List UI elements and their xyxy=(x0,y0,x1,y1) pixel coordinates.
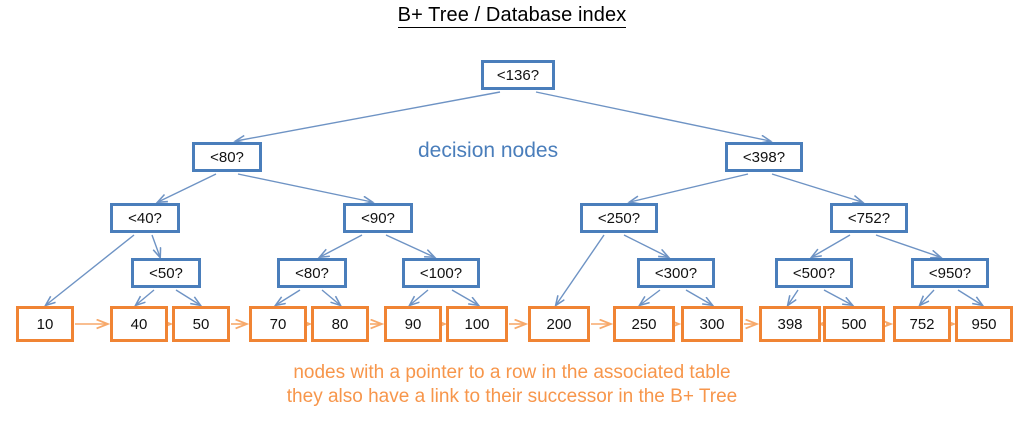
leaf-node-label: 200 xyxy=(546,315,572,333)
decision-node-398[interactable]: <398? xyxy=(725,142,803,172)
leaf-node-label: 500 xyxy=(841,315,867,333)
edge-50-to-50leaf xyxy=(175,289,200,305)
leaf-node-label: 40 xyxy=(130,315,148,333)
decision-node-label: <80? xyxy=(295,264,329,282)
decision-node-label: <398? xyxy=(742,148,786,166)
decision-node-90[interactable]: <90? xyxy=(343,203,413,233)
decision-node-label: <136? xyxy=(496,66,540,84)
edge-752-to-500 xyxy=(812,234,851,257)
decision-node-label: <80? xyxy=(210,148,244,166)
leaf-node-label: 950 xyxy=(971,315,997,333)
decision-node-80-lower[interactable]: <80? xyxy=(277,258,347,288)
leaf-node-label: 250 xyxy=(631,315,657,333)
edge-40-to-10 xyxy=(46,234,135,305)
edge-300-to-250 xyxy=(640,289,661,305)
caption-line-2: they also have a link to their successor… xyxy=(286,386,738,407)
leaf-node[interactable]: 300 xyxy=(681,306,743,342)
edge-50-to-40leaf xyxy=(136,289,155,305)
edge-500-to-500 xyxy=(823,289,852,305)
edge-40-to-50 xyxy=(151,234,160,257)
decision-node-80[interactable]: <80? xyxy=(192,142,262,172)
edge-root-to-80 xyxy=(236,91,501,141)
leaf-node[interactable]: 398 xyxy=(759,306,821,342)
decision-node-label: <100? xyxy=(419,264,463,282)
decision-node-label: <752? xyxy=(847,209,891,227)
leaf-node-label: 90 xyxy=(404,315,422,333)
decision-node-136[interactable]: <136? xyxy=(481,60,555,90)
leaf-node-label: 398 xyxy=(777,315,803,333)
edge-root-to-398 xyxy=(535,91,770,141)
leaf-node[interactable]: 70 xyxy=(249,306,307,342)
leaf-node[interactable]: 500 xyxy=(823,306,885,342)
edge-250-to-200 xyxy=(556,234,605,305)
edge-100-to-90 xyxy=(410,289,429,305)
decision-node-label: <40? xyxy=(128,209,162,227)
leaf-node[interactable]: 40 xyxy=(110,306,168,342)
edge-398-to-250 xyxy=(630,173,749,202)
decision-node-752[interactable]: <752? xyxy=(830,203,908,233)
edge-80b-to-80 xyxy=(321,289,340,305)
decision-nodes-label: decision nodes xyxy=(418,139,559,162)
edge-398-to-752 xyxy=(771,173,862,202)
leaf-node-label: 70 xyxy=(269,315,287,333)
edge-100-to-100 xyxy=(451,289,478,305)
leaf-node[interactable]: 200 xyxy=(528,306,590,342)
edge-950-to-752 xyxy=(920,289,935,305)
caption-line-1: nodes with a pointer to a row in the ass… xyxy=(293,362,731,383)
decision-node-250[interactable]: <250? xyxy=(580,203,658,233)
edge-500-to-398 xyxy=(788,289,799,305)
decision-node-label: <950? xyxy=(928,264,972,282)
decision-node-100[interactable]: <100? xyxy=(402,258,480,288)
decision-node-950[interactable]: <950? xyxy=(911,258,989,288)
edge-90-to-80b xyxy=(320,234,363,257)
leaf-node[interactable]: 950 xyxy=(955,306,1013,342)
decision-node-label: <300? xyxy=(654,264,698,282)
page-title: B+ Tree / Database index xyxy=(0,4,1024,28)
decision-node-label: <90? xyxy=(361,209,395,227)
leaf-node-label: 300 xyxy=(699,315,725,333)
edge-300-to-300 xyxy=(685,289,712,305)
decision-node-300[interactable]: <300? xyxy=(637,258,715,288)
edge-950-to-950 xyxy=(957,289,982,305)
decision-node-50[interactable]: <50? xyxy=(131,258,201,288)
decision-node-500[interactable]: <500? xyxy=(775,258,853,288)
leaf-node[interactable]: 90 xyxy=(384,306,442,342)
leaf-node-label: 50 xyxy=(192,315,210,333)
decision-node-label: <50? xyxy=(149,264,183,282)
leaf-node-label: 10 xyxy=(36,315,54,333)
leaf-node[interactable]: 250 xyxy=(613,306,675,342)
leaf-node[interactable]: 50 xyxy=(172,306,230,342)
leaf-node[interactable]: 10 xyxy=(16,306,74,342)
decision-node-label: <500? xyxy=(792,264,836,282)
edge-80-to-40 xyxy=(158,173,217,202)
leaf-node-label: 752 xyxy=(909,315,935,333)
edge-80b-to-70 xyxy=(276,289,301,305)
leaf-node-label: 80 xyxy=(331,315,349,333)
leaf-node[interactable]: 752 xyxy=(893,306,951,342)
page-title-text: B+ Tree / Database index xyxy=(397,4,627,28)
edge-752-to-950 xyxy=(875,234,940,257)
decision-node-40[interactable]: <40? xyxy=(110,203,180,233)
leaf-node-label: 100 xyxy=(464,315,490,333)
edge-250-to-300 xyxy=(623,234,668,257)
leaf-node[interactable]: 100 xyxy=(446,306,508,342)
edge-90-to-100 xyxy=(385,234,434,257)
edge-80-to-90 xyxy=(237,173,372,202)
decision-node-label: <250? xyxy=(597,209,641,227)
leaf-node[interactable]: 80 xyxy=(311,306,369,342)
